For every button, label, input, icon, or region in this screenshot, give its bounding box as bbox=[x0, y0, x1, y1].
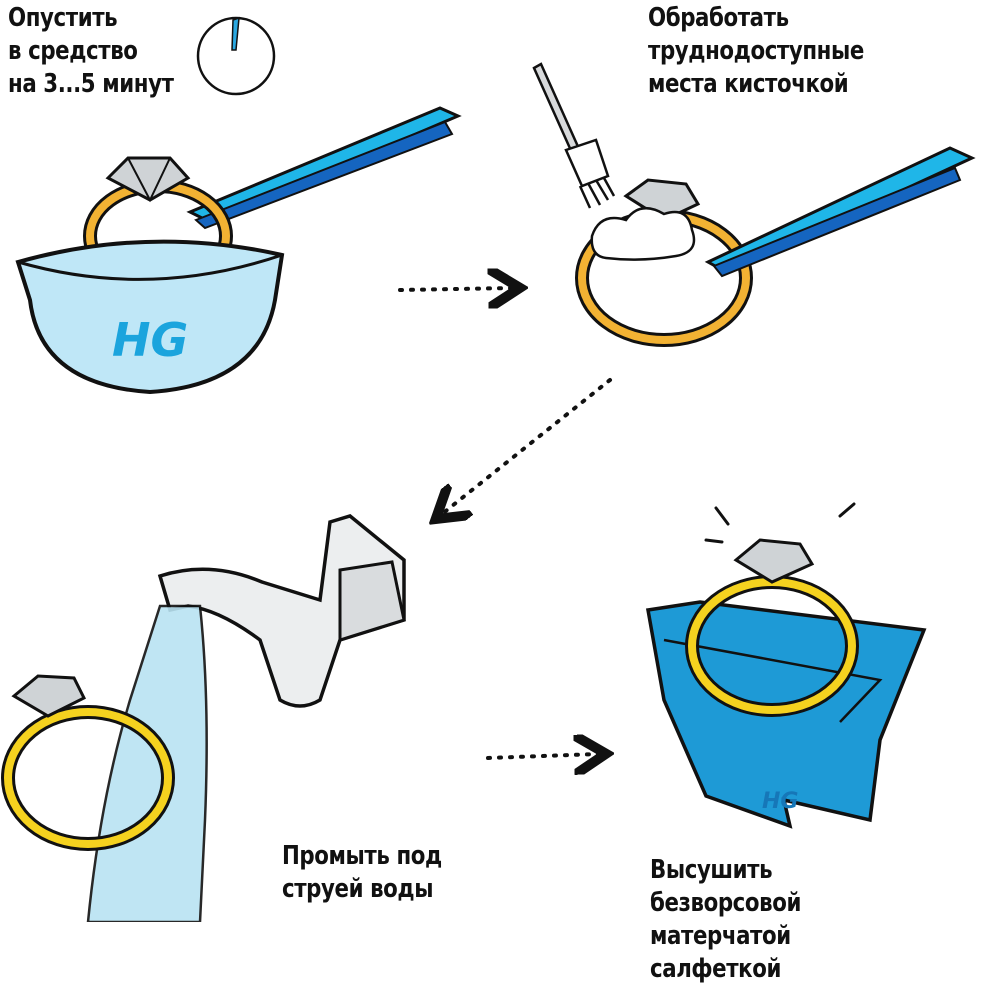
arrow-icon bbox=[442, 378, 612, 514]
step-4-caption: Высушить безворсовой матерчатой салфетко… bbox=[650, 855, 801, 984]
sparkle-icon bbox=[704, 502, 856, 544]
step-2-caption: Обработать труднодоступные места кисточк… bbox=[648, 3, 864, 99]
step-1-caption: Опустить в средство на 3...5 минут bbox=[8, 3, 174, 99]
step-3-caption: Промыть под струей воды bbox=[282, 841, 442, 904]
brush-icon bbox=[532, 62, 616, 209]
illustration: HG HG bbox=[1, 16, 976, 922]
ring-scene-4 bbox=[685, 538, 859, 717]
bowl-scene: HG bbox=[15, 106, 462, 395]
arrow-icon bbox=[486, 754, 598, 758]
bowl-logo: HG bbox=[112, 313, 188, 367]
faucet-icon bbox=[157, 514, 406, 708]
bowl-icon bbox=[15, 239, 285, 395]
water-icon bbox=[86, 604, 208, 922]
cloth-logo: HG bbox=[762, 789, 798, 814]
ring-scene-2 bbox=[575, 146, 976, 347]
arrow-icon bbox=[398, 288, 512, 290]
clock-icon bbox=[196, 16, 276, 96]
tweezers-icon bbox=[186, 106, 462, 230]
ring-scene-3 bbox=[1, 674, 175, 851]
